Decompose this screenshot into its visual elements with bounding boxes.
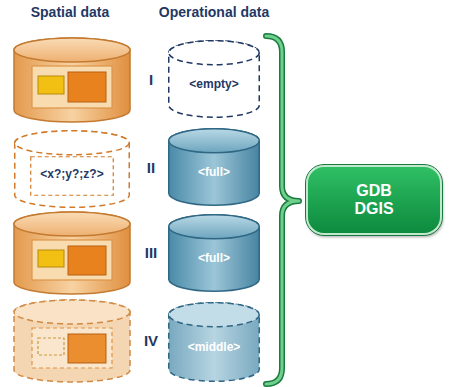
column-heading: Operational data: [156, 5, 272, 20]
cylinder-body: [169, 303, 260, 382]
cylinder-top: [15, 131, 130, 155]
database-box: GDB DGIS: [306, 165, 442, 235]
box-label: GDB DGIS: [342, 182, 406, 219]
cylinder-label: <x?;y?;z?>: [40, 168, 103, 182]
cylinder-top: [169, 215, 260, 239]
cylinder-body: [169, 41, 260, 118]
spatial-cylinder: [14, 38, 130, 122]
operational-cylinder-middle: <middle>: [168, 302, 260, 382]
row-numeral: IV: [134, 333, 168, 350]
cylinder-body: [15, 131, 130, 208]
row-numeral: II: [136, 160, 166, 177]
spatial-cylinder-partial: [14, 300, 130, 382]
cylinder-body: [169, 215, 260, 292]
cylinder-top: [169, 303, 260, 327]
spatial-cylinder-unknown: <x?;y?;z?>: [14, 130, 130, 208]
cylinder-label: <empty>: [189, 78, 238, 92]
operational-cylinder-full: <full>: [168, 128, 260, 206]
cylinder-top: [169, 41, 260, 65]
cylinder-top: [169, 129, 260, 153]
curly-bracket: [266, 36, 299, 384]
spatial-cylinder: [14, 212, 130, 294]
row-numeral: I: [138, 72, 164, 89]
row-numeral: III: [134, 245, 168, 262]
operational-cylinder-full: <full>: [168, 214, 260, 292]
cylinder-label: <full>: [198, 252, 230, 266]
cylinder-label: <middle>: [188, 341, 241, 355]
operational-cylinder-empty: <empty>: [168, 40, 260, 118]
column-heading: Spatial data: [22, 5, 118, 20]
map-placeholder: [31, 157, 114, 196]
cylinder-body: [169, 129, 260, 206]
cylinder-label: <full>: [198, 166, 230, 180]
